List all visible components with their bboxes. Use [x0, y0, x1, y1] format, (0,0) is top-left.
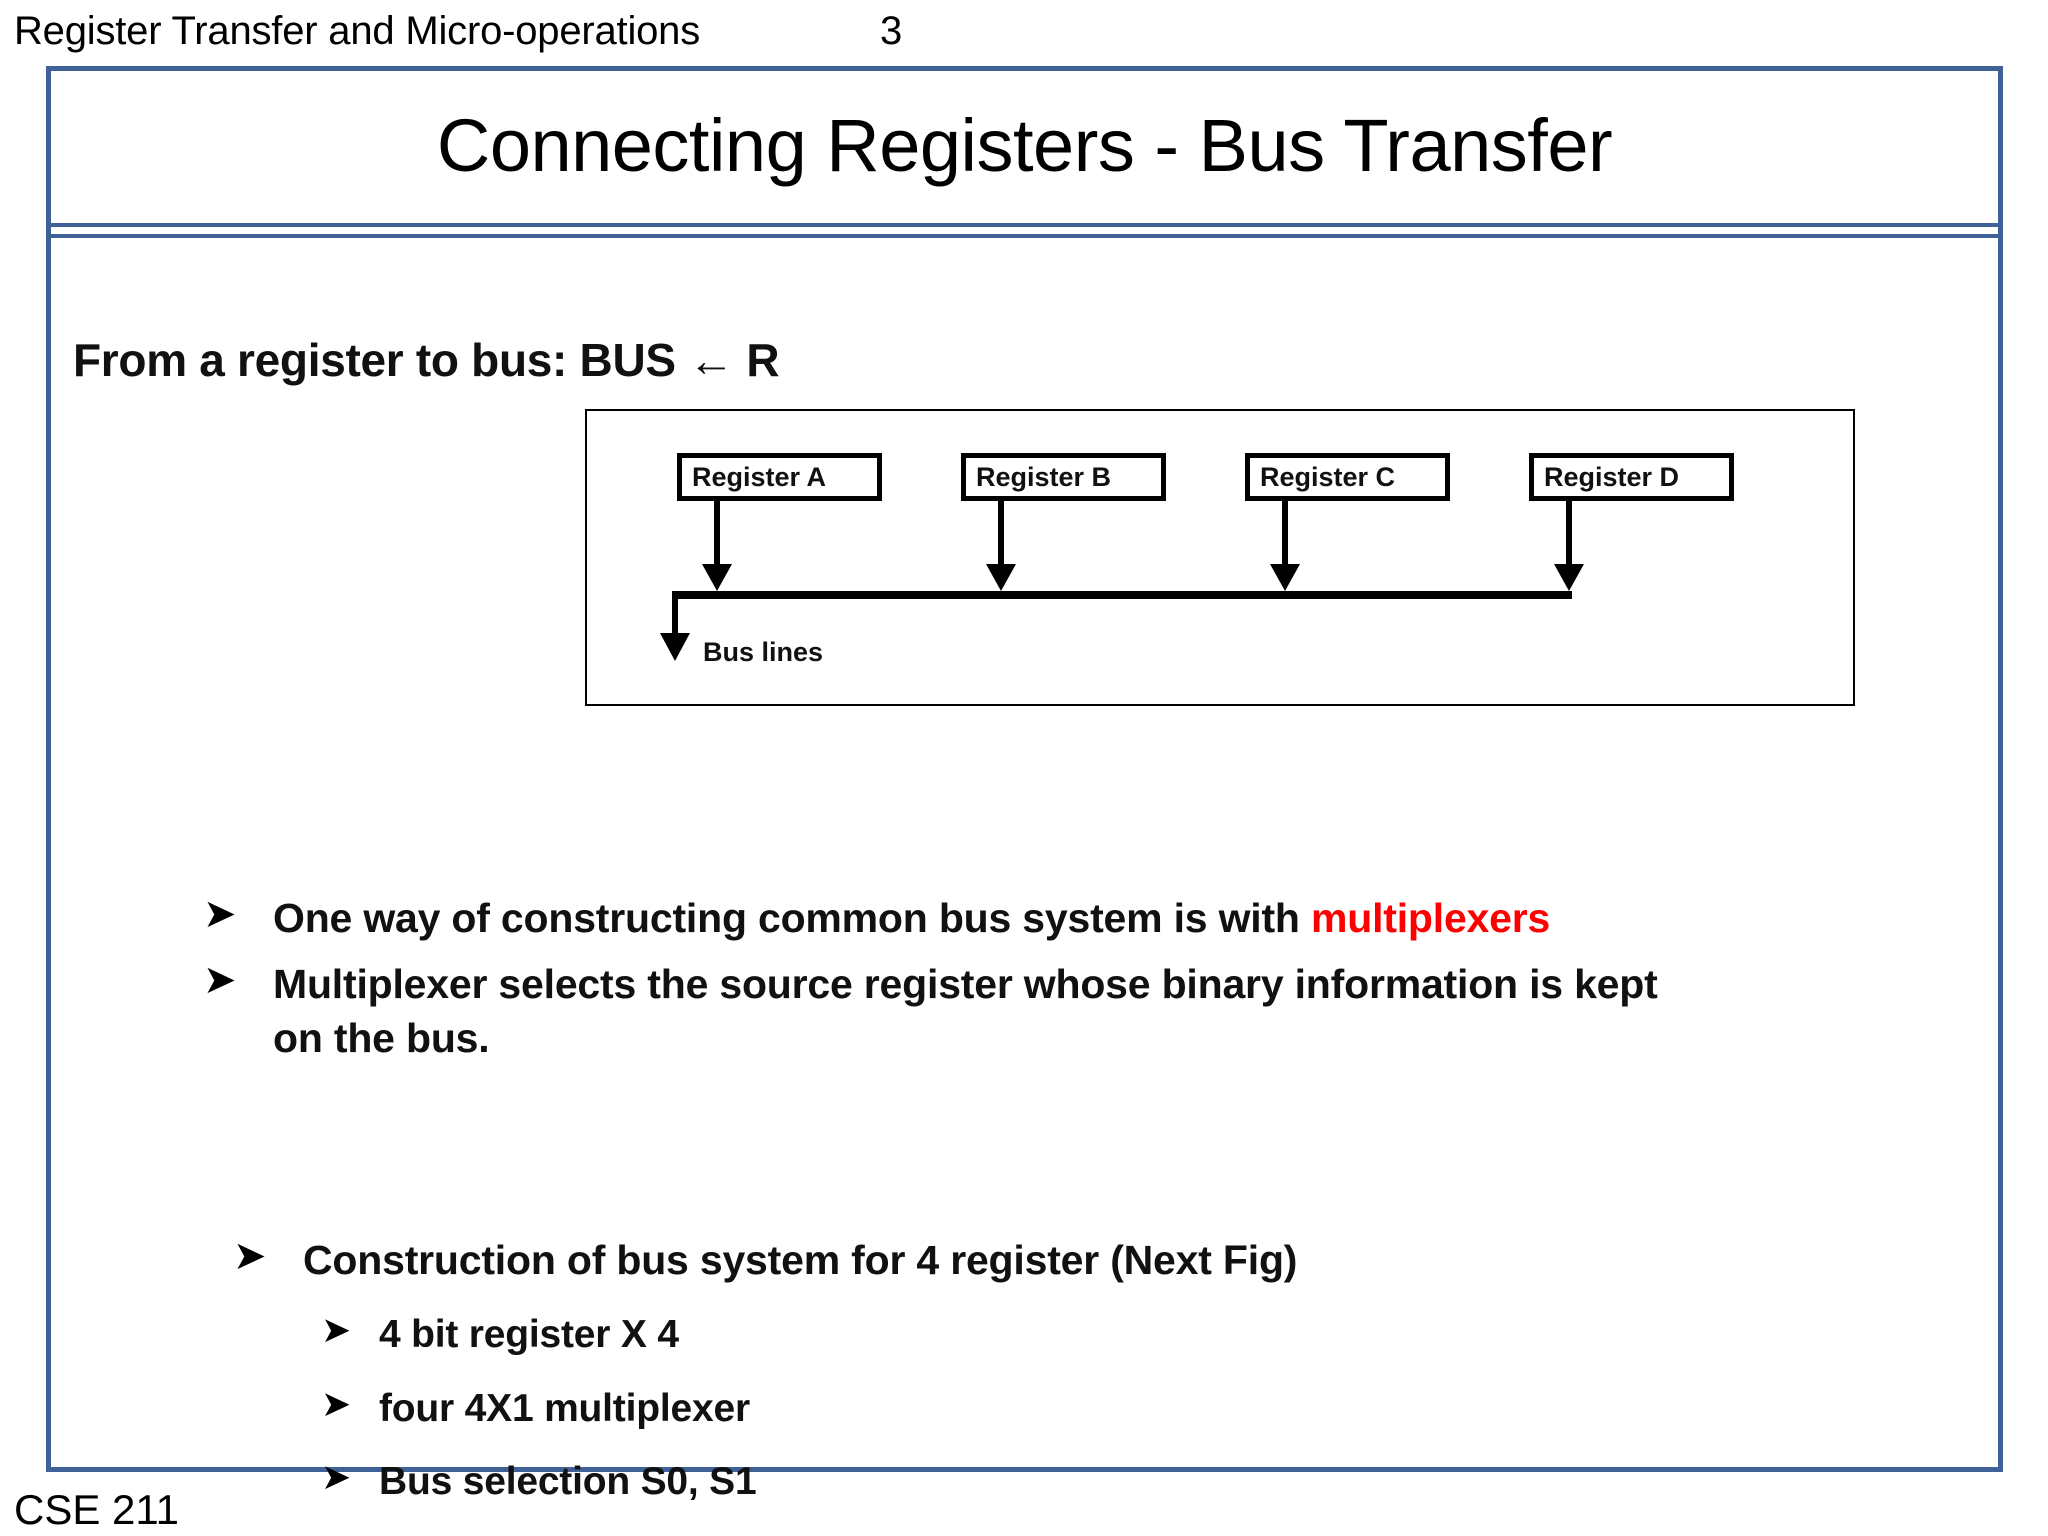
connector-line-c — [1282, 501, 1288, 572]
bus-lines-label: Bus lines — [703, 637, 824, 667]
document-footer: CSE 211 — [14, 1486, 179, 1533]
title-divider-line-bottom — [51, 234, 1998, 238]
sub-bullet-item-3-text: Bus selection S0, S1 — [379, 1460, 757, 1504]
bullet-item-3: ➤ Construction of bus system for 4 regis… — [233, 1233, 1998, 1287]
bullet-marker-icon: ➤ — [203, 892, 237, 936]
bus-output-stub — [672, 591, 678, 637]
bullet-marker-icon: ➤ — [321, 1309, 352, 1351]
bullet-item-1-highlight: multiplexers — [1310, 895, 1551, 941]
document-header: Register Transfer and Micro-operations 3 — [0, 0, 2048, 62]
title-divider-line-top — [51, 223, 1998, 227]
bullet-item-1: ➤ One way of constructing common bus sys… — [203, 891, 1998, 945]
register-label-c: Register C — [1260, 461, 1396, 492]
bullet-marker-icon: ➤ — [233, 1234, 267, 1279]
bullet-list: ➤ One way of constructing common bus sys… — [51, 891, 1998, 1508]
bullet-item-1-text: One way of constructing common bus syste… — [273, 891, 1550, 945]
bus-transfer-diagram: Register A Register B Register C Registe… — [585, 409, 1855, 706]
sub-bullet-item-3: ➤ Bus selection S0, S1 — [321, 1456, 1998, 1507]
register-label-a: Register A — [692, 461, 827, 492]
bullet-item-2-text: Multiplexer selects the source register … — [273, 961, 1658, 1062]
arrow-head-icon-c — [1270, 564, 1300, 591]
sub-bullet-item-2: ➤ four 4X1 multiplexer — [321, 1383, 1998, 1434]
section-heading: From a register to bus: BUS ← R — [73, 334, 780, 386]
arrow-head-icon-d — [1554, 564, 1584, 591]
bullet-item-3-text: Construction of bus system for 4 registe… — [303, 1237, 1298, 1284]
register-label-b: Register B — [976, 461, 1112, 492]
sub-bullet-item-1-text: 4 bit register X 4 — [379, 1313, 679, 1357]
page-number: 3 — [880, 8, 903, 53]
bullet-item-1-lead: One way of constructing common bus syste… — [273, 895, 1311, 941]
bullet-item-2: ➤ Multiplexer selects the source registe… — [203, 957, 1998, 1065]
register-box-a: Register A — [677, 453, 882, 501]
arrow-head-icon-b — [986, 564, 1016, 591]
register-label-d: Register D — [1544, 461, 1680, 492]
sub-bullet-item-1: ➤ 4 bit register X 4 — [321, 1309, 1998, 1360]
bullet-marker-icon: ➤ — [203, 958, 237, 1003]
bus-line — [672, 591, 1572, 599]
slide-frame: Connecting Registers - Bus Transfer From… — [46, 66, 2003, 1503]
bullet-marker-icon: ➤ — [321, 1456, 352, 1498]
connector-line-b — [998, 501, 1004, 572]
arrow-head-icon-bus — [660, 633, 690, 661]
title-divider — [51, 223, 1998, 241]
connector-line-a — [714, 501, 720, 572]
arrow-head-icon-a — [702, 564, 732, 591]
document-header-title: Register Transfer and Micro-operations — [14, 8, 701, 53]
register-box-b: Register B — [961, 453, 1166, 501]
slide-title: Connecting Registers - Bus Transfer — [436, 104, 1613, 187]
connector-line-d — [1566, 501, 1572, 572]
bullet-marker-icon: ➤ — [321, 1382, 352, 1424]
register-box-c: Register C — [1245, 453, 1450, 501]
register-box-d: Register D — [1529, 453, 1734, 501]
sub-bullet-item-2-text: four 4X1 multiplexer — [379, 1386, 750, 1430]
